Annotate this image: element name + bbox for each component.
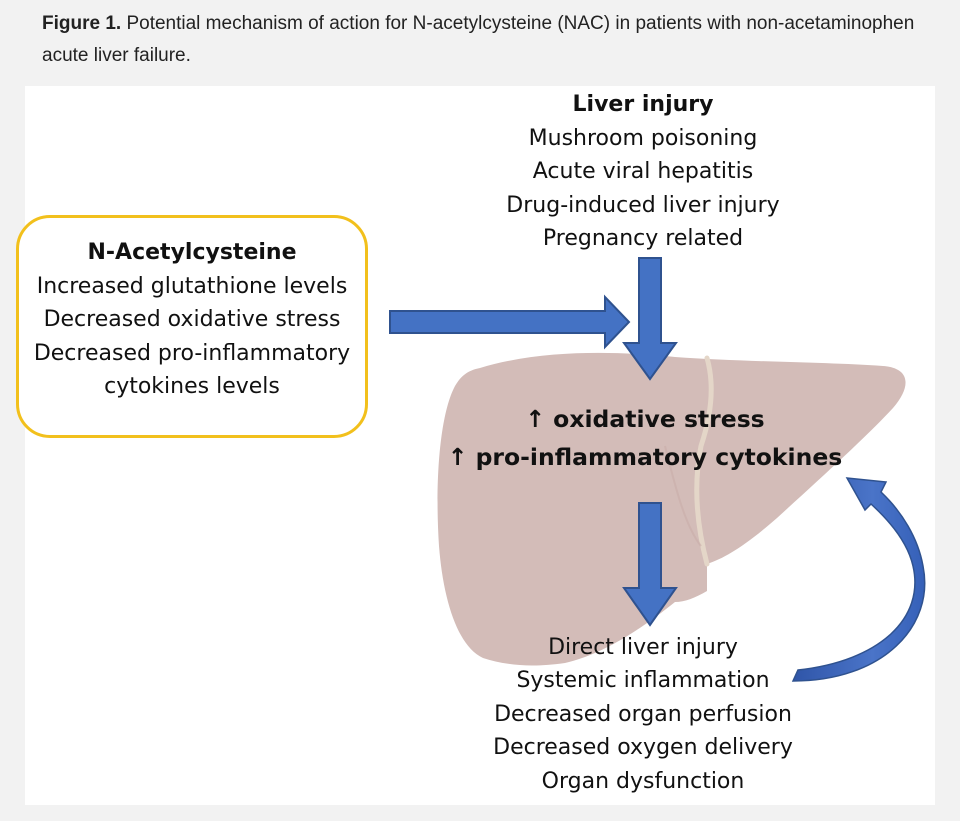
liver-injury-cause: Drug-induced liver injury <box>506 192 780 218</box>
nac-effect: Decreased pro-inflammatory <box>33 340 351 366</box>
core-effect-cytokines: ↑ pro-inflammatory cytokines <box>447 443 843 471</box>
down-arrow-icon-lower <box>622 502 678 627</box>
nac-box <box>16 215 368 438</box>
liver-groove <box>664 445 702 547</box>
nac-effect: Increased glutathione levels <box>36 273 348 299</box>
figure-caption: Figure 1. Potential mechanism of action … <box>42 8 932 72</box>
liver-injury-heading: Liver injury <box>572 92 714 117</box>
outcome-item: Direct liver injury <box>548 635 738 660</box>
figure-panel: Liver injury Mushroom poisoning Acute vi… <box>16 86 935 805</box>
liver-injury-cause: Pregnancy related <box>542 226 744 251</box>
liver-injury-cause: Acute viral hepatitis <box>532 159 754 184</box>
liver-injury-cause: Mushroom poisoning <box>528 125 758 151</box>
nac-effect: Decreased oxidative stress <box>43 307 341 332</box>
nac-block: N-Acetylcysteine Increased glutathione l… <box>16 236 368 404</box>
figure-label: Figure 1. <box>42 13 122 34</box>
outcome-item: Decreased oxygen delivery <box>493 735 793 761</box>
diagram-graphics <box>389 257 926 682</box>
liver-icon <box>437 352 906 666</box>
outcome-item: Organ dysfunction <box>541 768 745 794</box>
core-effects-block: ↑ oxidative stress ↑ pro-inflammatory cy… <box>425 400 865 476</box>
right-arrow-icon <box>389 294 631 350</box>
liver-shape <box>437 352 906 666</box>
figure-caption-text: Potential mechanism of action for N-acet… <box>42 13 915 66</box>
liver-injury-block: Liver injury Mushroom poisoning Acute vi… <box>493 88 793 256</box>
outcome-item: Decreased organ perfusion <box>494 701 792 727</box>
outcomes-block: Direct liver injury Systemic inflammatio… <box>473 631 813 798</box>
core-effect-oxidative-stress: ↑ oxidative stress <box>525 405 765 433</box>
liver-ligament <box>694 355 714 567</box>
down-arrow-icon-upper <box>622 257 678 381</box>
nac-heading: N-Acetylcysteine <box>87 240 297 265</box>
nac-effect: cytokines levels <box>104 374 280 399</box>
curved-feedback-arrow-icon <box>791 477 926 682</box>
outcome-item: Systemic inflammation <box>516 668 770 694</box>
